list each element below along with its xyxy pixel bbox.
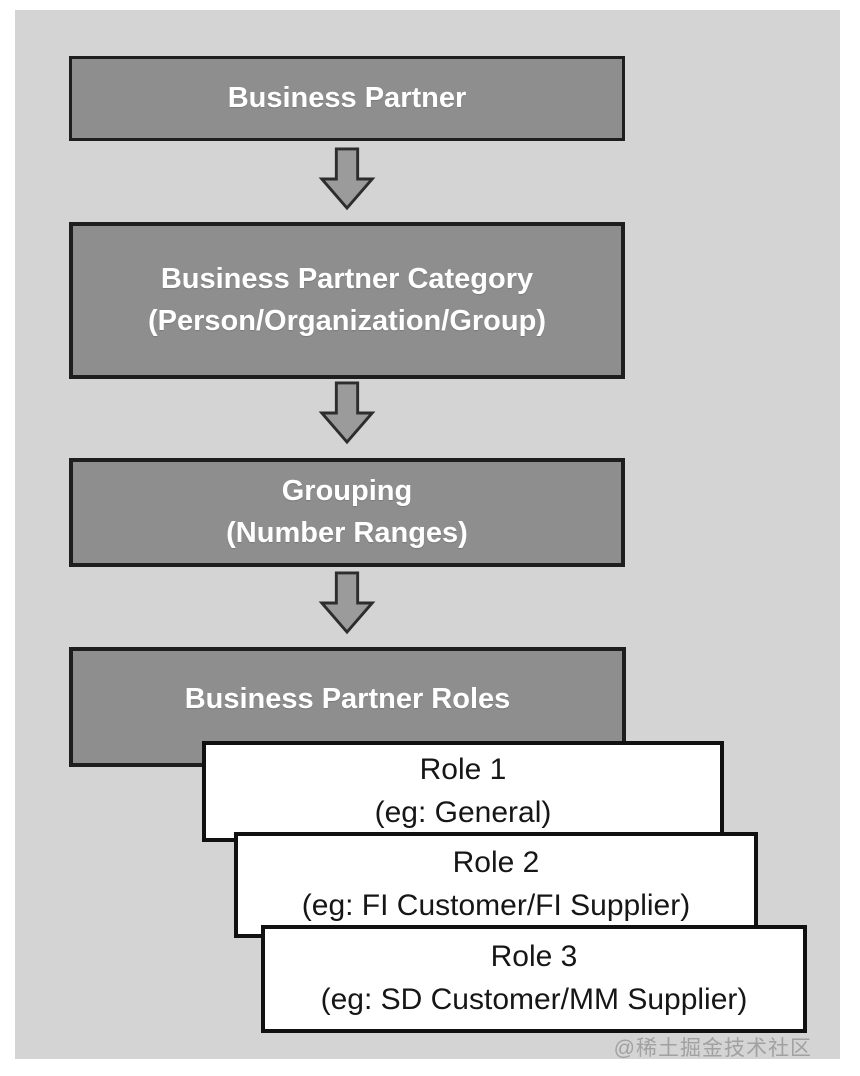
node-roles-label: Business Partner Roles <box>184 683 511 715</box>
node-role3-label-line1: Role 3 <box>490 940 578 974</box>
node-category-label-line1: Business Partner Category <box>160 263 534 296</box>
node-grouping-label-line2: (Number Ranges) <box>226 516 468 549</box>
down-arrow-icon <box>318 381 376 445</box>
node-role2-label-line2: (eg: FI Customer/FI Supplier) <box>301 889 691 922</box>
node-business-partner-label: Business Partner <box>227 81 467 114</box>
node-role3-label-line2: (eg: SD Customer/MM Supplier) <box>320 983 748 1016</box>
node-role-3: Role 3 (eg: SD Customer/MM Supplier) <box>261 925 807 1033</box>
watermark-text: @稀土掘金技术社区 <box>613 1037 812 1060</box>
node-role1-label-line2: (eg: General) <box>374 795 552 829</box>
node-category-label-line2: (Person/Organization/Group) <box>148 304 546 337</box>
diagram-canvas: Business Partner Business Partner Catego… <box>15 10 840 1060</box>
down-arrow-icon <box>318 571 376 635</box>
node-role2-label-line1: Role 2 <box>452 846 540 880</box>
down-arrow-icon <box>318 147 376 211</box>
node-business-partner: Business Partner <box>69 56 625 141</box>
node-role-1: Role 1 (eg: General) <box>202 741 724 842</box>
node-role1-label-line1: Role 1 <box>419 752 507 786</box>
node-role-2: Role 2 (eg: FI Customer/FI Supplier) <box>234 832 758 938</box>
node-business-partner-category: Business Partner Category (Person/Organi… <box>69 222 625 379</box>
node-grouping-label-line1: Grouping <box>281 475 413 508</box>
node-grouping: Grouping (Number Ranges) <box>69 458 625 567</box>
